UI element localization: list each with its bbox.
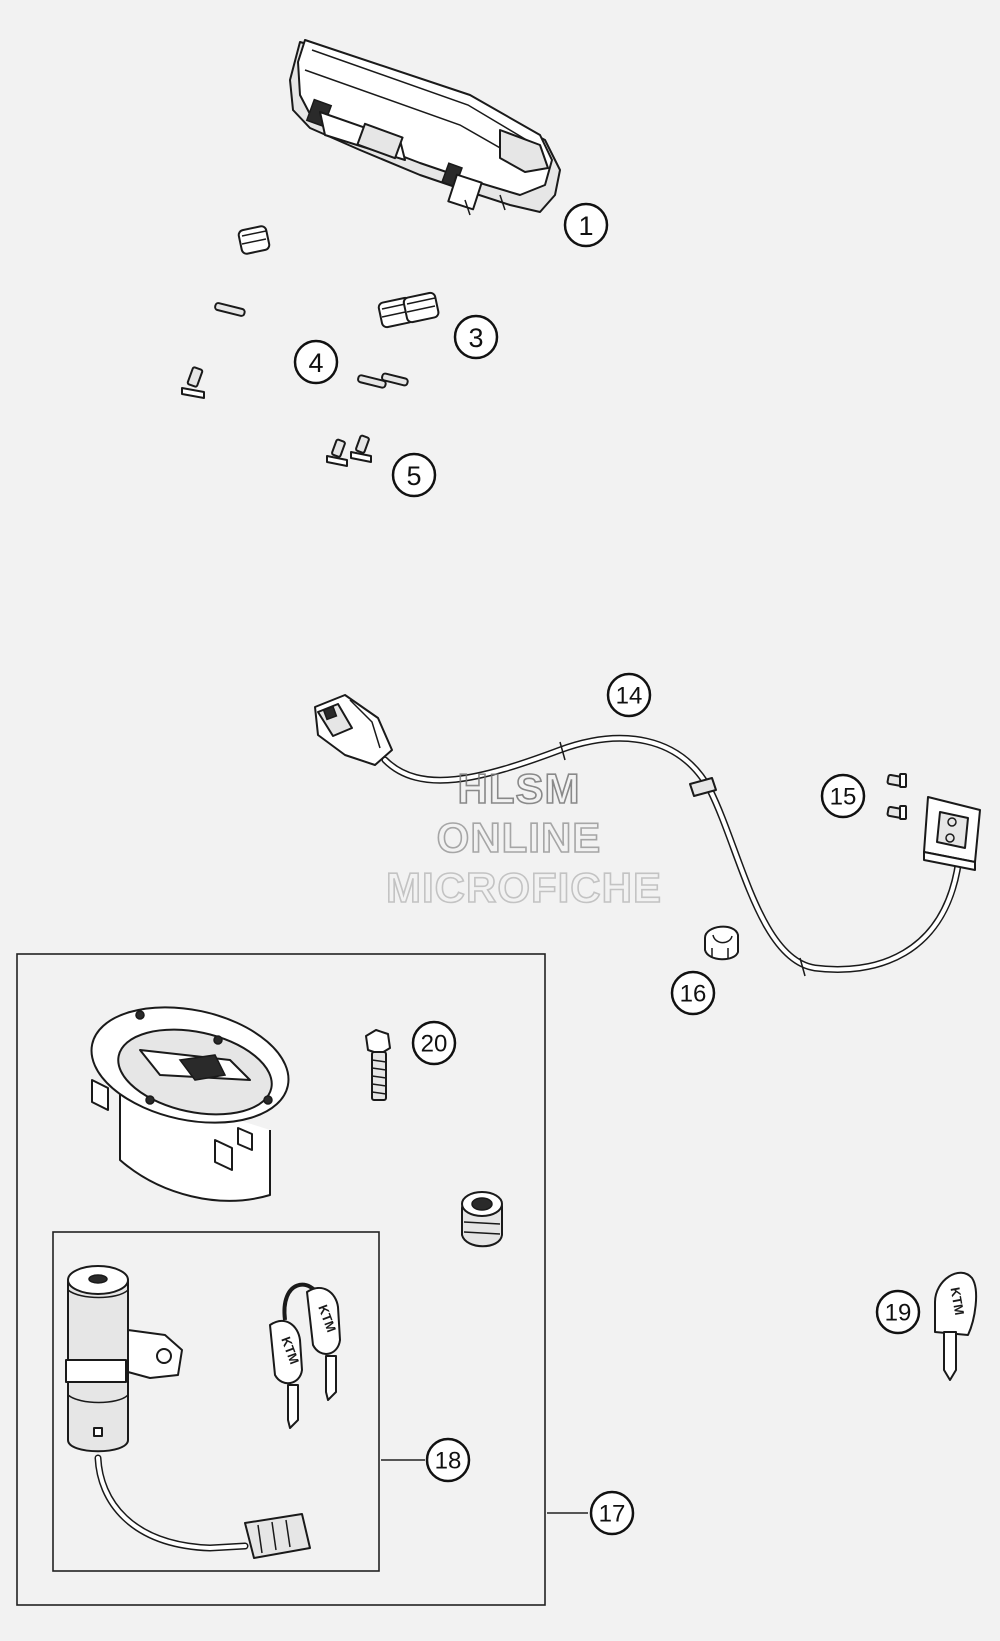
lock-cylinder	[461, 1191, 503, 1248]
key-blank: KTM	[934, 1271, 978, 1381]
callout-19: 19	[875, 1289, 921, 1335]
callout-17: 17	[589, 1490, 635, 1536]
sensor-cable	[314, 694, 964, 977]
sleeve-pins	[214, 302, 409, 389]
key-pair: KTM KTM	[269, 1282, 341, 1429]
callout-20: 20	[411, 1020, 457, 1066]
svg-text:18: 18	[435, 1448, 462, 1475]
rubber-grommet-pair	[377, 291, 440, 329]
lock-set-frame	[16, 953, 546, 1606]
callout-5: 5	[391, 452, 437, 498]
svg-text:5: 5	[406, 461, 421, 491]
rubber-grommet-top	[237, 225, 271, 255]
ignition-cable	[94, 1454, 311, 1559]
svg-text:14: 14	[616, 683, 643, 710]
svg-text:4: 4	[308, 348, 323, 378]
instrument-cluster	[289, 39, 561, 216]
key-logo: KTM	[948, 1286, 968, 1316]
screw-single	[181, 366, 205, 399]
callout-14: 14	[606, 672, 652, 718]
cable-clip	[704, 925, 739, 961]
svg-text:19: 19	[885, 1300, 912, 1327]
watermark-line-3: MICROFICHE	[386, 864, 662, 911]
hex-bolt	[365, 1029, 391, 1101]
callout-16: 16	[670, 970, 716, 1016]
watermark-line-2: ONLINE	[437, 814, 602, 861]
screw-pair	[326, 434, 372, 467]
svg-text:3: 3	[468, 323, 483, 353]
sensor-bracket	[923, 796, 981, 871]
callout-4: 4	[293, 339, 339, 385]
watermark: HLSM ONLINE MICROFICHE	[385, 764, 662, 912]
svg-text:15: 15	[830, 784, 857, 811]
svg-text:1: 1	[578, 211, 593, 241]
callout-3: 3	[453, 314, 499, 360]
callout-1: 1	[563, 202, 609, 248]
callout-15: 15	[820, 773, 866, 819]
callout-18: 18	[425, 1437, 471, 1483]
svg-text:20: 20	[421, 1031, 448, 1058]
fuel-tank-cap	[90, 1006, 290, 1202]
ignition-switch	[65, 1265, 183, 1453]
bracket-screws	[886, 773, 907, 820]
ignition-lock-frame	[52, 1231, 380, 1572]
svg-text:16: 16	[680, 981, 707, 1008]
svg-text:17: 17	[599, 1501, 626, 1528]
watermark-line-1: HLSM	[458, 765, 581, 812]
